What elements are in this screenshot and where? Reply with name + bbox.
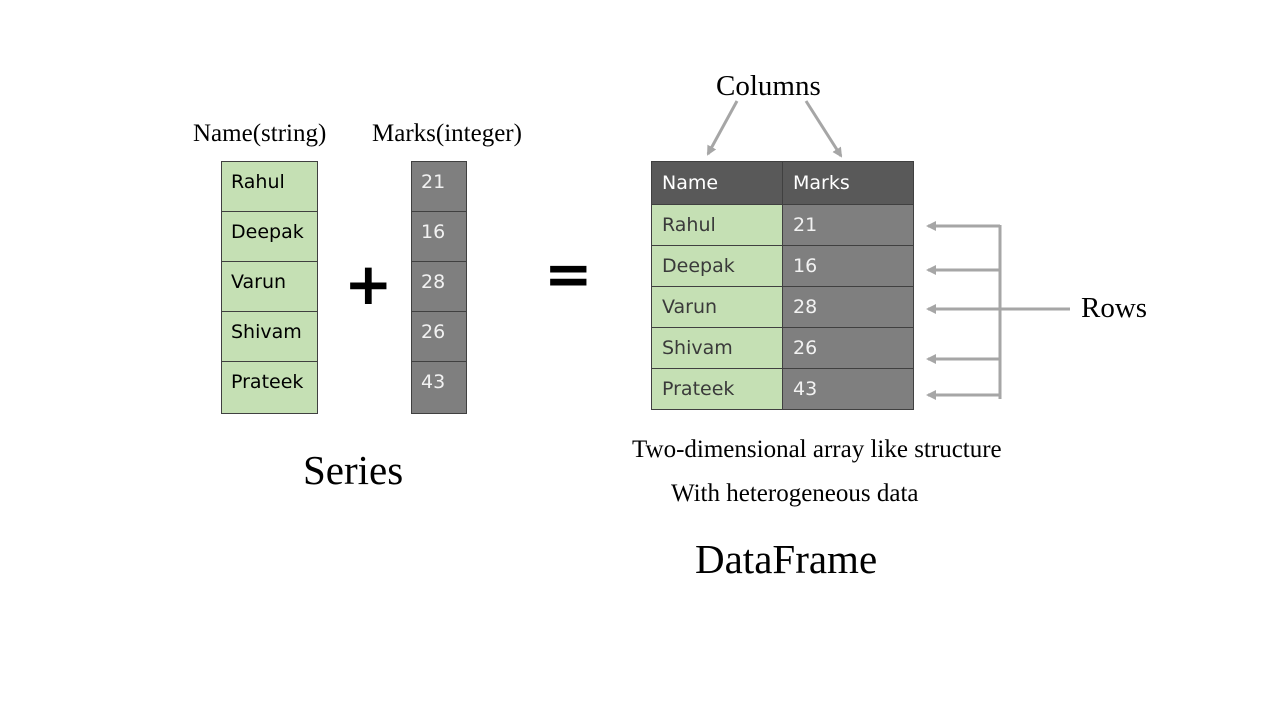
- marks-series: 21 16 28 26 43: [411, 161, 467, 414]
- dataframe-cell-name: Varun: [651, 286, 783, 328]
- name-series-cell: Varun: [222, 262, 317, 312]
- marks-series-cell: 28: [412, 262, 466, 312]
- dataframe-row: Rahul 21: [651, 204, 914, 246]
- rows-label: Rows: [1081, 292, 1148, 324]
- name-series-cell: Deepak: [222, 212, 317, 262]
- marks-series-cell: 21: [412, 162, 466, 212]
- series-title: Series: [303, 447, 404, 493]
- column-arrow-marks: [804, 100, 843, 158]
- dataframe-row: Deepak 16: [651, 245, 914, 287]
- dataframe-row: Prateek 43: [651, 368, 914, 410]
- series-marks-header: Marks(integer): [372, 120, 522, 147]
- dataframe-description-line1: Two-dimensional array like structure: [632, 436, 1002, 463]
- column-arrow-name: [706, 100, 739, 156]
- name-series: Rahul Deepak Varun Shivam Prateek: [221, 161, 318, 414]
- dataframe-row: Shivam 26: [651, 327, 914, 369]
- dataframe-table: Name Marks Rahul 21 Deepak 16 Varun 28 S…: [651, 161, 914, 410]
- columns-label: Columns: [716, 70, 821, 102]
- name-series-cell: Rahul: [222, 162, 317, 212]
- dataframe-cell-marks: 16: [782, 245, 914, 287]
- dataframe-header-row: Name Marks: [651, 161, 914, 205]
- dataframe-header-marks: Marks: [782, 161, 914, 205]
- series-name-header: Name(string): [193, 120, 327, 147]
- dataframe-cell-marks: 26: [782, 327, 914, 369]
- plus-sign: +: [344, 250, 393, 318]
- name-series-cell: Shivam: [222, 312, 317, 362]
- dataframe-cell-marks: 43: [782, 368, 914, 410]
- dataframe-description-line2: With heterogeneous data: [671, 480, 919, 507]
- dataframe-cell-marks: 28: [782, 286, 914, 328]
- marks-series-cell: 16: [412, 212, 466, 262]
- dataframe-cell-name: Prateek: [651, 368, 783, 410]
- dataframe-cell-marks: 21: [782, 204, 914, 246]
- name-series-cell: Prateek: [231, 371, 304, 393]
- equals-sign: =: [544, 240, 593, 308]
- marks-series-cell: 43: [421, 371, 446, 393]
- dataframe-header-name: Name: [651, 161, 783, 205]
- dataframe-title: DataFrame: [695, 536, 878, 582]
- dataframe-cell-name: Shivam: [651, 327, 783, 369]
- dataframe-cell-name: Rahul: [651, 204, 783, 246]
- dataframe-cell-name: Deepak: [651, 245, 783, 287]
- dataframe-row: Varun 28: [651, 286, 914, 328]
- marks-series-cell: 26: [412, 312, 466, 362]
